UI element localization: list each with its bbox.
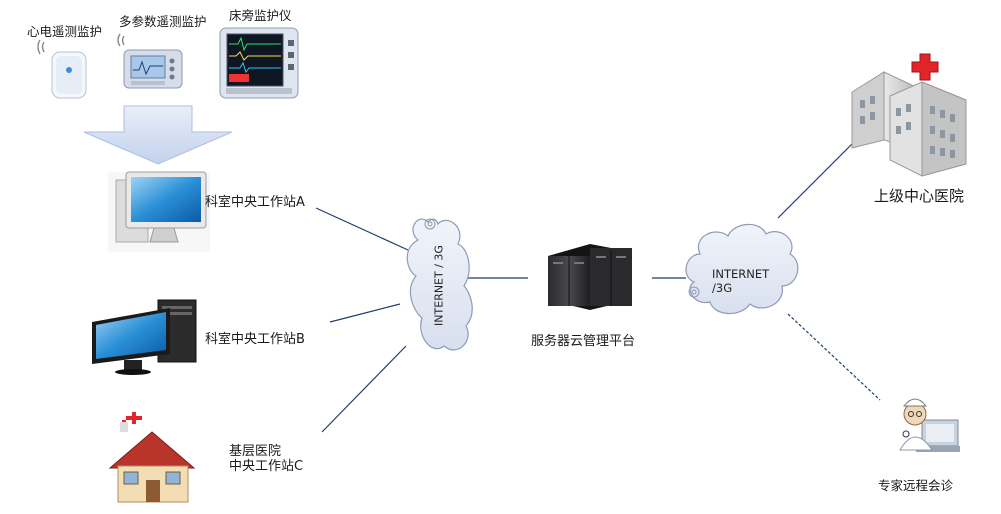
bedside-monitor-icon xyxy=(219,27,299,99)
link-station-a xyxy=(315,207,409,251)
multi-param-telemetry-label: 多参数遥测监护 xyxy=(119,14,207,29)
workstation-b-icon xyxy=(92,299,197,375)
server-cluster-icon xyxy=(548,244,632,310)
link-station-b xyxy=(329,303,401,323)
central-hospital-label: 上级中心医院 xyxy=(874,187,965,205)
down-arrow-icon xyxy=(83,105,233,165)
link-cloud-hospital xyxy=(777,139,857,219)
multi-param-monitor-icon xyxy=(117,33,183,89)
left-cloud-label: INTERNET / 3G xyxy=(432,245,446,326)
bedside-monitor-label: 床旁监护仪 xyxy=(229,8,292,23)
expert-doctor-icon xyxy=(899,398,960,452)
right-cloud-label-line1: INTERNET xyxy=(712,267,770,281)
primary-hospital-icon xyxy=(108,412,196,503)
server-label: 服务器云管理平台 xyxy=(531,334,636,349)
ecg-telemetry-label: 心电遥测监护 xyxy=(27,24,103,39)
internet-cloud-left xyxy=(406,218,473,351)
workstation-c-label-line1: 基层医院 xyxy=(229,444,282,459)
link-station-c xyxy=(321,345,407,433)
central-hospital-icon xyxy=(851,53,967,177)
connection-lines xyxy=(315,139,881,433)
ecg-telemetry-icon xyxy=(37,39,87,99)
workstation-b-label: 科室中央工作站B xyxy=(205,332,305,347)
link-cloud-expert xyxy=(787,313,881,401)
workstation-c-label-line2: 中央工作站C xyxy=(229,459,304,474)
workstation-a-label: 科室中央工作站A xyxy=(205,195,305,210)
right-cloud-label-line2: /3G xyxy=(712,281,733,295)
expert-consultation-label: 专家远程会诊 xyxy=(878,478,954,493)
internet-cloud-right xyxy=(685,223,799,315)
workstation-a-icon xyxy=(108,171,210,252)
